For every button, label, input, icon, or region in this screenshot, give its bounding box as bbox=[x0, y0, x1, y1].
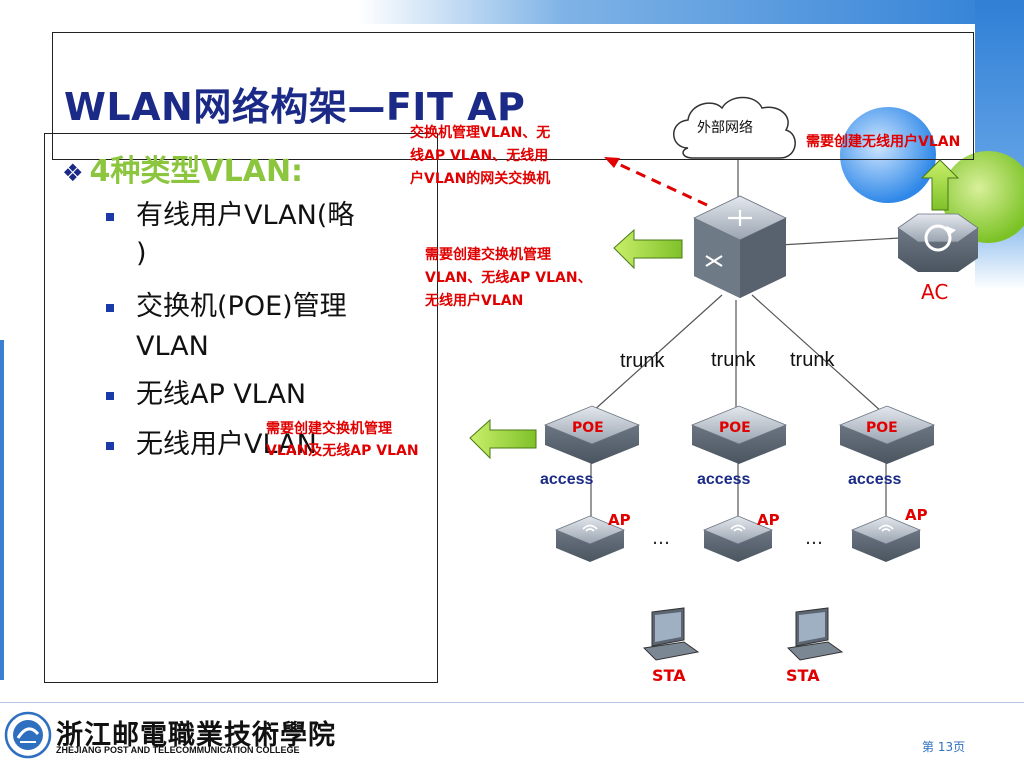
college-name-cn: 浙江邮電職業技術學院 bbox=[56, 720, 336, 751]
cloud-label: 外部网络 bbox=[697, 120, 753, 136]
trunk-label: trunk bbox=[711, 349, 756, 371]
bullet-text: 无线用户VLAN bbox=[136, 429, 317, 460]
square-bullet-icon bbox=[106, 392, 114, 400]
ap-label: AP bbox=[608, 511, 631, 529]
laptop-sta-icon bbox=[786, 607, 844, 661]
trunk-label: trunk bbox=[790, 349, 835, 371]
ellipsis: … bbox=[805, 528, 823, 549]
connection-lines bbox=[590, 160, 901, 516]
top-gradient-band bbox=[0, 0, 1024, 24]
slide-title: WLAN网络构架—FIT AP bbox=[64, 85, 526, 129]
college-name-en: ZHEJIANG POST AND TELECOMMUNICATION COLL… bbox=[56, 745, 300, 755]
title-frame bbox=[52, 32, 974, 160]
core-note-line-3: 无线用户VLAN bbox=[425, 293, 524, 309]
access-note-line-2: VLAN及无线AP VLAN bbox=[266, 443, 419, 459]
cloud-icon bbox=[673, 96, 796, 159]
ellipsis: … bbox=[652, 528, 670, 549]
access-label: access bbox=[848, 471, 902, 488]
arrow-left-access-icon bbox=[469, 418, 537, 460]
gateway-note-line-1: 交换机管理VLAN、无 bbox=[410, 125, 551, 141]
laptop-sta-icon bbox=[642, 607, 700, 661]
access-switch-icon bbox=[690, 405, 788, 464]
gateway-note-line-2: 线AP VLAN、无线用 bbox=[410, 148, 549, 164]
ac-label: AC bbox=[921, 280, 949, 304]
content-heading: ❖4种类型VLAN: bbox=[62, 146, 303, 190]
footer-divider bbox=[0, 702, 1024, 703]
poe-label: POE bbox=[572, 420, 604, 436]
bullet-text: 交换机(POE)管理 bbox=[136, 291, 347, 322]
sta-label: STA bbox=[652, 666, 686, 685]
ac-note: 需要创建无线用户VLAN bbox=[806, 134, 961, 150]
access-point-icon bbox=[554, 515, 626, 562]
blue-circle bbox=[840, 107, 936, 203]
access-point-icon bbox=[702, 515, 774, 562]
square-bullet-icon bbox=[106, 304, 114, 312]
gateway-note-line-3: 户VLAN的网关交换机 bbox=[410, 171, 551, 187]
access-point-icon bbox=[850, 515, 922, 562]
bullet-text: VLAN bbox=[136, 331, 209, 362]
arrow-up-ac-icon bbox=[920, 159, 960, 211]
access-label: access bbox=[540, 471, 594, 488]
link-core-access-3 bbox=[751, 294, 883, 413]
bullet-text: 无线AP VLAN bbox=[136, 379, 307, 410]
poe-label: POE bbox=[866, 420, 898, 436]
link-core-access-1 bbox=[591, 294, 723, 413]
core-note-line-1: 需要创建交换机管理 bbox=[425, 247, 551, 263]
ap-label: AP bbox=[905, 506, 928, 524]
core-switch-icon bbox=[693, 195, 787, 298]
arrow-left-core-icon bbox=[613, 228, 683, 270]
sta-label: STA bbox=[786, 666, 820, 685]
access-switch-icon bbox=[838, 405, 936, 464]
link-core-ac bbox=[779, 237, 901, 246]
diamond-bullet-icon: ❖ bbox=[62, 159, 84, 187]
page-number: 第 13页 bbox=[922, 740, 966, 754]
ac-controller-icon bbox=[897, 213, 979, 272]
access-switch-icon bbox=[543, 405, 641, 464]
bullet-text: ) bbox=[136, 238, 147, 269]
access-note-line-1: 需要创建交换机管理 bbox=[266, 421, 392, 437]
core-note-line-2: VLAN、无线AP VLAN、 bbox=[425, 270, 592, 286]
bullet-text: 有线用户VLAN(略 bbox=[136, 200, 355, 231]
trunk-label: trunk bbox=[620, 350, 665, 372]
course-series-title: 《无线局域网组建与维护》 bbox=[712, 22, 952, 46]
college-logo-icon bbox=[4, 711, 52, 759]
content-frame bbox=[44, 133, 438, 683]
left-accent-bar bbox=[0, 340, 4, 680]
square-bullet-icon bbox=[106, 442, 114, 450]
dashed-red-arrow bbox=[604, 157, 708, 207]
ap-label: AP bbox=[757, 511, 780, 529]
access-label: access bbox=[697, 471, 751, 488]
square-bullet-icon bbox=[106, 213, 114, 221]
poe-label: POE bbox=[719, 420, 751, 436]
heading-text: 4种类型VLAN: bbox=[89, 154, 304, 189]
